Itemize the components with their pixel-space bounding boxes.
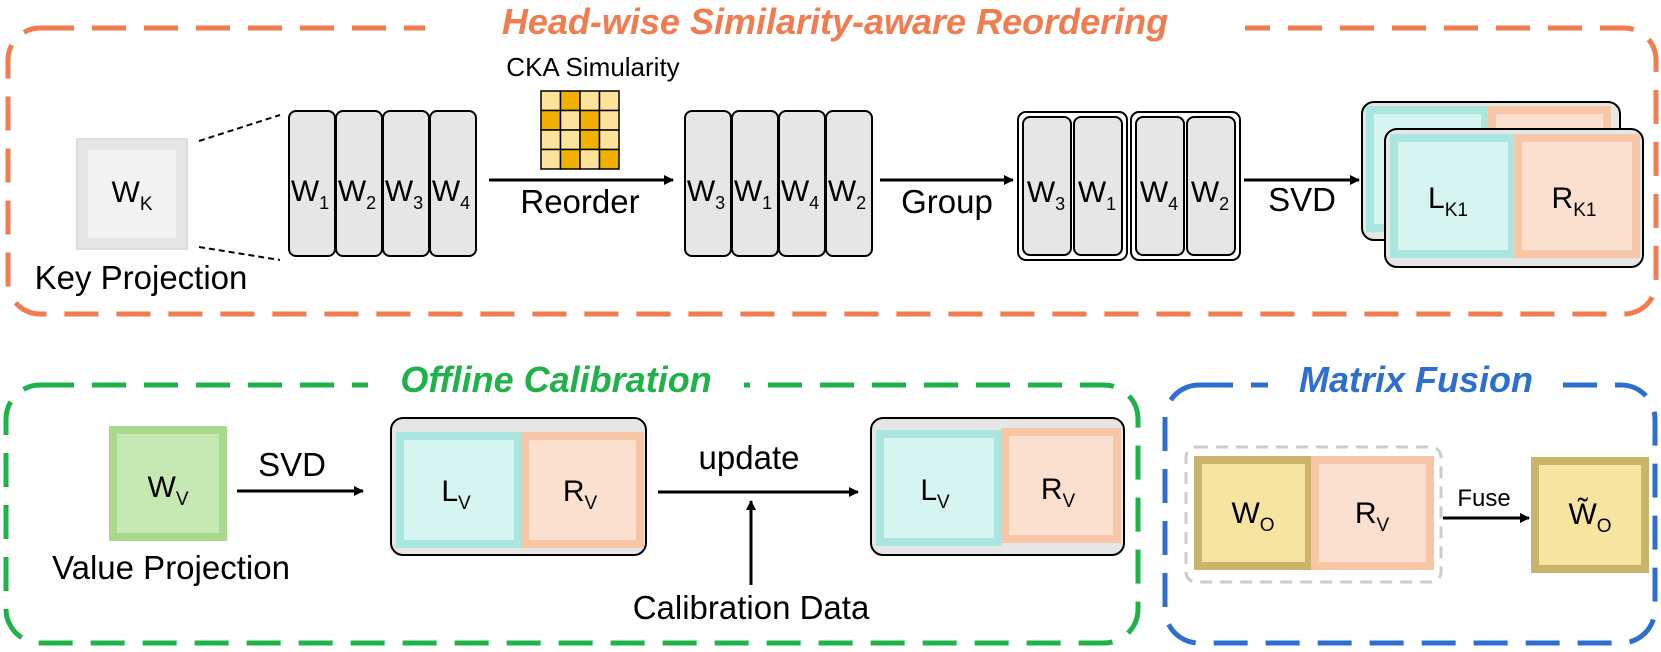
calibration-data-label: Calibration Data bbox=[633, 589, 870, 626]
head-label: W2 bbox=[1191, 176, 1229, 214]
rk1-block bbox=[1514, 134, 1640, 258]
rv-fusion-label: RV bbox=[1355, 497, 1390, 536]
fusion-group bbox=[1184, 445, 1443, 584]
head-label: W1 bbox=[1078, 176, 1116, 214]
head-label: W4 bbox=[432, 175, 470, 213]
lk1-block bbox=[1390, 134, 1516, 258]
head-block bbox=[825, 110, 873, 257]
heatmap-cell bbox=[559, 109, 581, 131]
cka-heatmap bbox=[540, 90, 620, 170]
wv-block bbox=[109, 426, 227, 541]
svd-label-top: SVD bbox=[1268, 181, 1336, 218]
wo-label: WO bbox=[1231, 497, 1274, 536]
fusion-section: Matrix Fusion WO RV Fuse W̃O bbox=[1162, 359, 1658, 646]
heatmap-cell bbox=[559, 129, 581, 151]
cka-label: CKA Simularity bbox=[506, 52, 679, 82]
lv-updated-block bbox=[876, 430, 1002, 546]
reordering-title: Head-wise Similarity-aware Reordering bbox=[502, 1, 1168, 42]
heatmap-cell bbox=[598, 109, 620, 131]
lv-label: LV bbox=[441, 475, 471, 514]
head-label: W3 bbox=[385, 175, 423, 213]
update-label: update bbox=[699, 439, 800, 476]
calibration-section: Offline Calibration WV Value Projection … bbox=[3, 359, 1141, 646]
head-label: W4 bbox=[781, 175, 819, 213]
heatmap-cell bbox=[598, 90, 620, 112]
reorder-label: Reorder bbox=[520, 183, 639, 220]
lv-block bbox=[396, 432, 522, 548]
head-label: W4 bbox=[1140, 176, 1178, 214]
wo-tilde-block bbox=[1531, 457, 1649, 573]
heatmap-cell bbox=[598, 148, 620, 170]
head-label: W1 bbox=[291, 175, 329, 213]
heatmap-cell bbox=[540, 129, 562, 151]
lr-stack: LK1 RK1 bbox=[1361, 101, 1644, 268]
heatmap-cell bbox=[579, 109, 601, 131]
rv-block bbox=[521, 432, 644, 548]
fusion-title: Matrix Fusion bbox=[1299, 359, 1533, 400]
head-label: W3 bbox=[687, 175, 725, 213]
head-block bbox=[1135, 116, 1185, 256]
head-block bbox=[429, 110, 477, 257]
wo-block bbox=[1194, 456, 1313, 570]
group-label: Group bbox=[901, 183, 993, 220]
head-label: W2 bbox=[828, 175, 866, 213]
heatmap-cell bbox=[579, 90, 601, 112]
rv-updated-label: RV bbox=[1041, 473, 1076, 512]
head-block bbox=[1022, 116, 1072, 256]
key-projection-label: Key Projection bbox=[35, 259, 248, 296]
value-projection-label: Value Projection bbox=[52, 549, 290, 586]
rv-fusion-block bbox=[1311, 456, 1434, 570]
heatmap-cell bbox=[540, 148, 562, 170]
svd-label-bottom: SVD bbox=[258, 446, 326, 483]
wo-tilde-label: W̃O bbox=[1568, 498, 1611, 537]
rv-updated-block bbox=[1001, 428, 1121, 543]
wv-label: WV bbox=[147, 471, 188, 510]
lk1-label: LK1 bbox=[1428, 182, 1468, 221]
head-label: W3 bbox=[1027, 176, 1065, 214]
head-label: W2 bbox=[338, 175, 376, 213]
heatmap-cell bbox=[579, 148, 601, 170]
heatmap-cell bbox=[598, 129, 620, 151]
fuse-label: Fuse bbox=[1457, 485, 1510, 512]
wk-label: WK bbox=[111, 176, 152, 215]
head-label: W1 bbox=[734, 175, 772, 213]
heatmap-cell bbox=[540, 90, 562, 112]
heatmap-cell bbox=[540, 109, 562, 131]
heatmap-cell bbox=[559, 148, 581, 170]
original-heads: W1 W2 W3 W4 bbox=[288, 110, 477, 257]
heatmap-cell bbox=[579, 129, 601, 151]
heatmap-cell bbox=[559, 90, 581, 112]
reordering-section: Head-wise Similarity-aware Reordering WK… bbox=[5, 0, 1659, 317]
rk1-label: RK1 bbox=[1552, 182, 1597, 221]
calibration-title: Offline Calibration bbox=[400, 359, 711, 400]
lv-updated-label: LV bbox=[920, 474, 950, 513]
grouped-heads: W3 W1 W4 W2 bbox=[1017, 111, 1241, 261]
reordered-heads: W3 W1 W4 W2 bbox=[684, 110, 873, 257]
rv-label: RV bbox=[563, 475, 598, 514]
head-block bbox=[1186, 116, 1236, 256]
head-block bbox=[1073, 116, 1123, 256]
